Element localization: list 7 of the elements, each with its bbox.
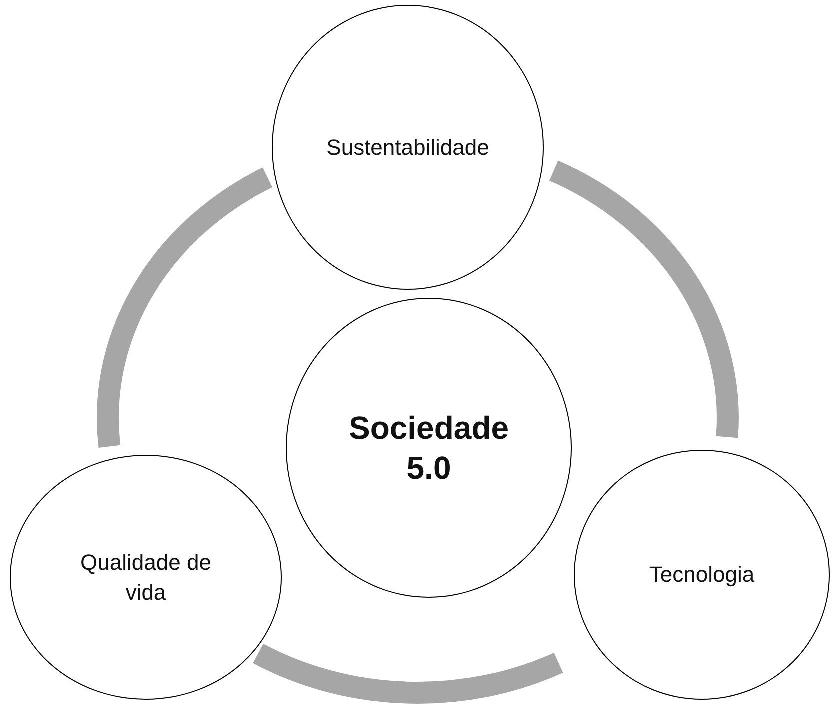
- ring-segment: [97, 168, 274, 448]
- ring-segment: [254, 644, 563, 704]
- node-label: Sociedade 5.0: [348, 409, 510, 488]
- ring-segment: [548, 160, 739, 438]
- node-label: Qualidade de vida: [80, 548, 212, 606]
- node-label: Sustentabilidade: [326, 134, 490, 162]
- node-label: Tecnologia: [649, 561, 755, 590]
